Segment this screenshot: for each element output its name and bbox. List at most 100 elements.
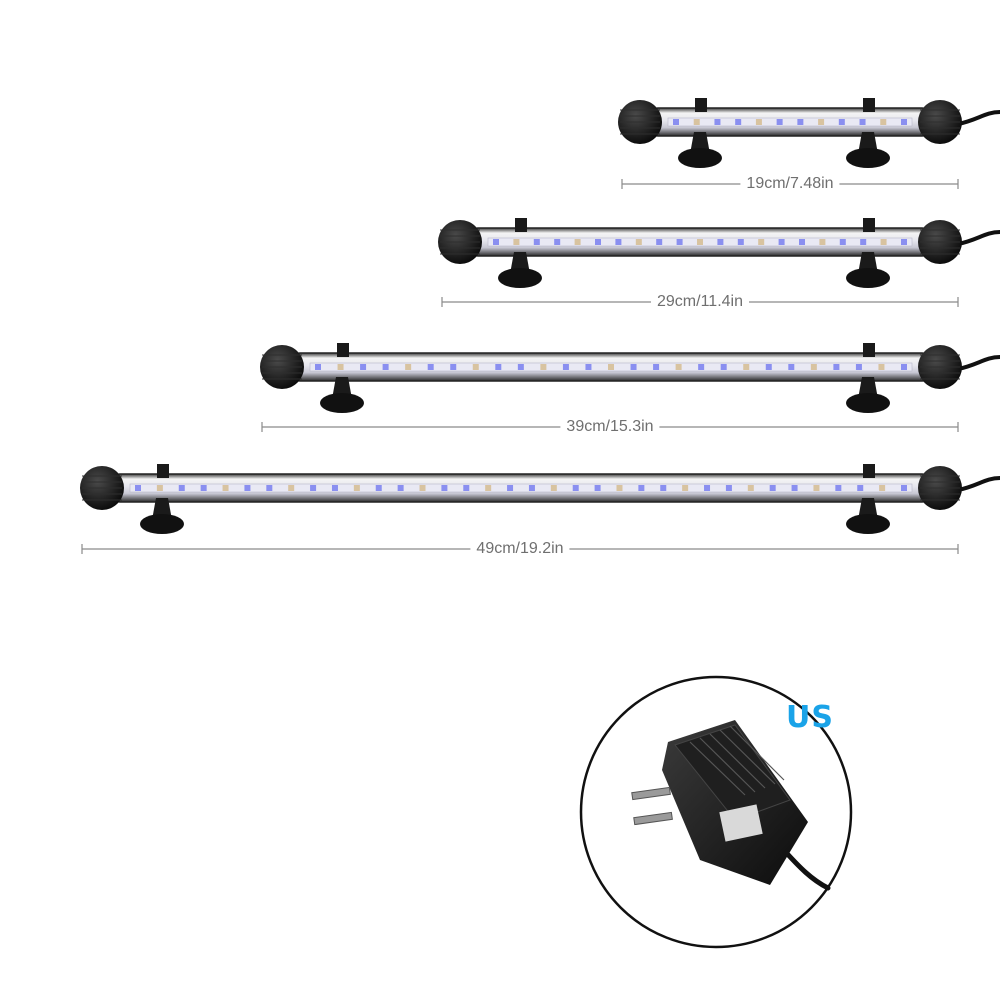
led-chip	[608, 364, 614, 370]
led-chip	[427, 364, 434, 370]
led-chip	[776, 119, 783, 125]
led-chip	[493, 239, 499, 245]
led-chip	[788, 364, 795, 370]
led-chip	[288, 485, 295, 491]
led-chip	[778, 239, 785, 245]
led-chip	[857, 485, 864, 491]
led-chip	[595, 239, 601, 245]
led-chip	[616, 485, 623, 491]
clip	[337, 343, 349, 357]
clip	[863, 218, 875, 232]
led-chip	[337, 364, 344, 370]
light-bar-19cm	[618, 98, 1000, 189]
suction-cup	[846, 393, 890, 413]
led-chip	[819, 239, 826, 245]
dimension-label: 49cm/19.2in	[470, 540, 570, 558]
led-chip	[725, 485, 732, 491]
led-chip	[810, 364, 817, 370]
led-chip	[310, 485, 317, 491]
power-cable	[957, 230, 1000, 246]
led-chip	[630, 364, 637, 370]
led-chip	[419, 485, 426, 491]
led-chip	[839, 239, 846, 245]
led-chip	[855, 364, 862, 370]
clip	[863, 464, 875, 478]
led-chip	[222, 485, 229, 491]
power-adapter-icon	[631, 720, 831, 891]
led-chip	[244, 485, 251, 491]
led-chip	[517, 364, 524, 370]
led-chip	[859, 119, 866, 125]
led-chip	[755, 119, 762, 125]
led-chip	[135, 485, 141, 491]
led-strip	[129, 483, 913, 493]
led-chip	[901, 119, 907, 125]
led-chip	[676, 239, 683, 245]
led-chip	[714, 119, 721, 125]
led-chip	[533, 239, 540, 245]
light-bar-49cm	[80, 464, 1000, 554]
led-chip	[675, 364, 682, 370]
led-chip	[375, 485, 382, 491]
led-chip	[507, 485, 514, 491]
power-cable	[957, 110, 1000, 126]
clip	[515, 218, 527, 232]
led-chip	[562, 364, 569, 370]
led-chip	[880, 119, 887, 125]
led-chip	[315, 364, 321, 370]
suction-cup	[846, 148, 890, 168]
dimension-label: 29cm/11.4in	[651, 293, 749, 311]
led-chip	[860, 239, 867, 245]
led-chip	[450, 364, 457, 370]
led-chip	[472, 364, 479, 370]
led-chip	[463, 485, 470, 491]
led-chip	[758, 239, 765, 245]
clip	[695, 98, 707, 112]
led-chip	[266, 485, 273, 491]
led-chip	[405, 364, 412, 370]
led-chip	[833, 364, 840, 370]
led-chip	[791, 485, 798, 491]
led-chip	[765, 364, 772, 370]
led-chip	[698, 364, 705, 370]
led-chip	[331, 485, 338, 491]
suction-cup	[678, 148, 722, 168]
light-bar-39cm	[260, 343, 1000, 432]
led-chip	[635, 239, 642, 245]
suction-cup	[140, 514, 184, 534]
led-chip	[704, 485, 711, 491]
led-chip	[818, 119, 825, 125]
led-chip	[585, 364, 592, 370]
dimension-label: 39cm/15.3in	[560, 418, 660, 436]
clip	[863, 98, 875, 112]
power-cable	[957, 355, 1000, 371]
led-chip	[554, 239, 561, 245]
suction-cup	[320, 393, 364, 413]
led-chip	[382, 364, 389, 370]
led-chip	[653, 364, 660, 370]
suction-cup	[846, 268, 890, 288]
led-chip	[495, 364, 502, 370]
led-chip	[200, 485, 207, 491]
led-chip	[594, 485, 601, 491]
led-chip	[353, 485, 360, 491]
led-chip	[901, 364, 907, 370]
led-chip	[769, 485, 776, 491]
led-chip	[572, 485, 579, 491]
led-chip	[615, 239, 622, 245]
led-chip	[673, 119, 679, 125]
led-chip	[799, 239, 805, 245]
led-chip	[441, 485, 448, 491]
led-chip	[513, 239, 520, 245]
led-chip	[717, 239, 724, 245]
led-chip	[574, 239, 581, 245]
led-chip	[682, 485, 689, 491]
led-chip	[693, 119, 700, 125]
led-chip	[360, 364, 367, 370]
power-cable	[957, 476, 1000, 492]
led-chip	[838, 119, 845, 125]
led-chip	[660, 485, 667, 491]
led-chip	[901, 485, 907, 491]
led-chip	[550, 485, 557, 491]
